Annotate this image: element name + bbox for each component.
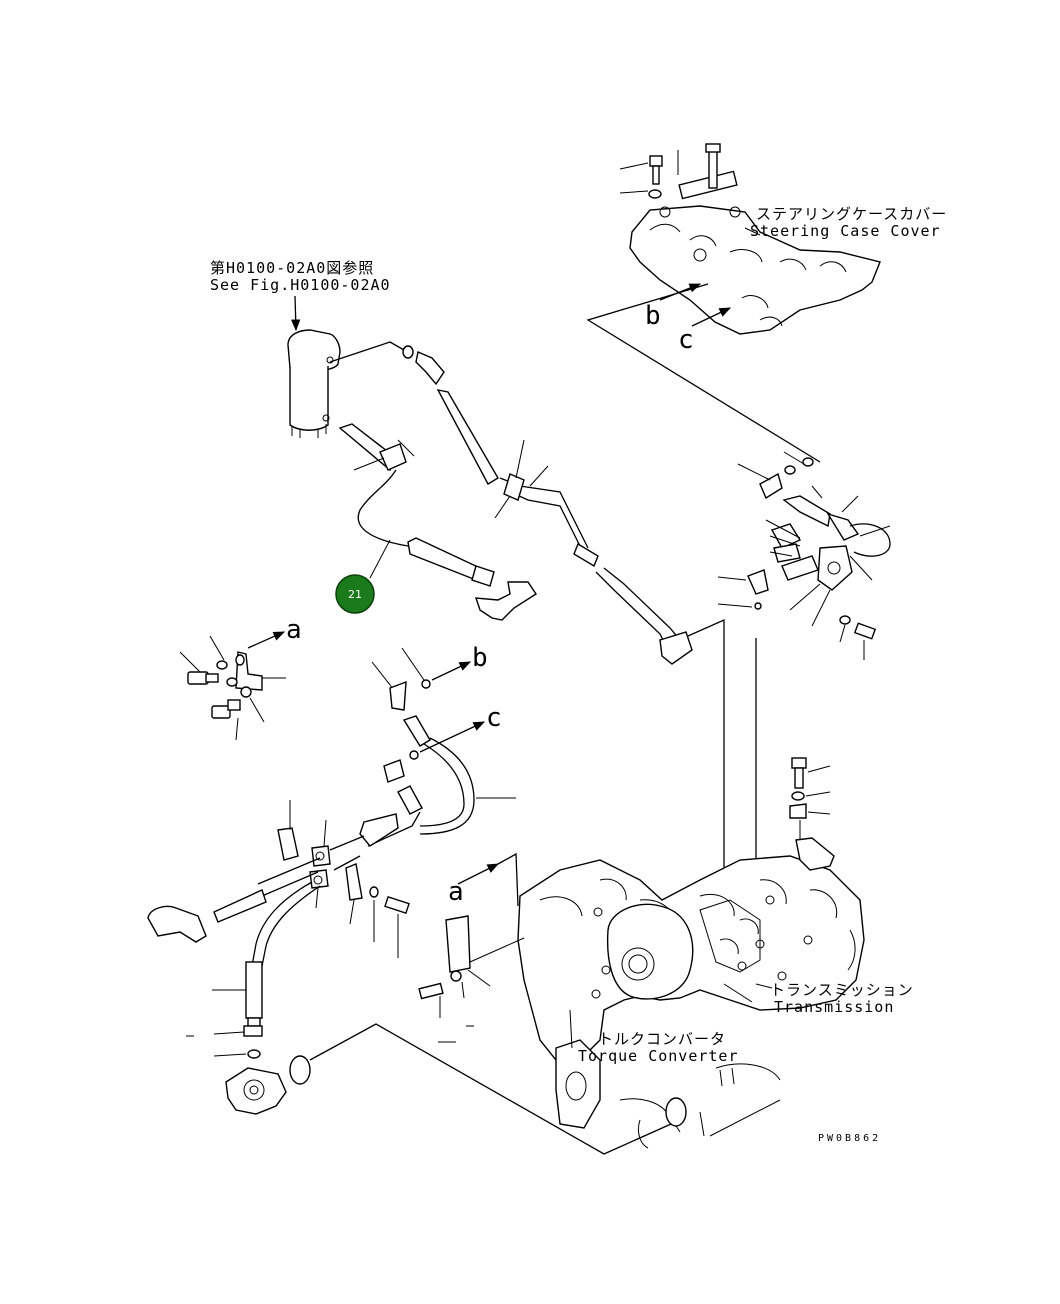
- label-filter-ref-en: See Fig.H0100-02A0: [210, 276, 391, 294]
- callout-21[interactable]: 21: [335, 574, 375, 614]
- right-bolt-bracket: [789, 757, 835, 871]
- label-steering-jp: ステアリングケースカバー: [756, 205, 947, 223]
- label-filter-ref-jp: 第H0100-02A0図参照: [210, 259, 374, 277]
- label-torque-jp: トルクコンバータ: [598, 1030, 726, 1048]
- connection-a-lower: a: [448, 877, 464, 907]
- callout-21-number: 21: [348, 588, 362, 601]
- clamp-set-left: [277, 827, 410, 915]
- connection-b-left: b: [472, 643, 488, 673]
- steering-case-cover: [619, 143, 881, 335]
- connection-b-upper: b: [645, 301, 661, 331]
- elbow-fitting-top: [402, 345, 445, 386]
- drawing-code: PW0B862: [818, 1133, 881, 1144]
- left-bracket-assembly: [187, 651, 263, 719]
- torque-converter-transmission: [517, 855, 865, 1149]
- hose-upper: [436, 389, 693, 665]
- label-transmission-jp: トランスミッション: [770, 981, 914, 999]
- hose-21: [338, 423, 537, 621]
- connection-c-upper: c: [678, 325, 694, 355]
- connection-a-left: a: [286, 615, 302, 645]
- label-transmission-en: Transmission: [774, 998, 894, 1016]
- connection-c-left: c: [486, 703, 502, 733]
- label-steering-en: Steering Case Cover: [750, 222, 941, 240]
- label-torque-en: Torque Converter: [578, 1047, 739, 1065]
- strainer: [225, 1055, 311, 1115]
- tube-assembly-lower: [329, 715, 475, 871]
- right-fitting-assembly: [747, 457, 891, 640]
- oil-filter: [287, 329, 341, 438]
